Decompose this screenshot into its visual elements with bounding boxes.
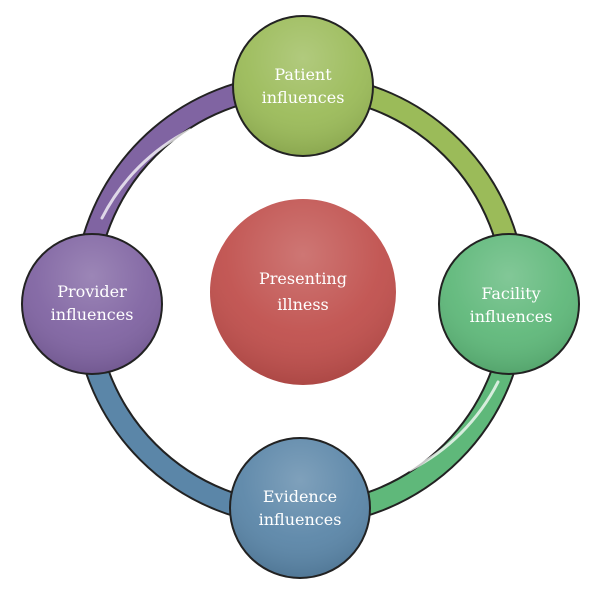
- center-gloss: [210, 199, 396, 385]
- center-label-line2: illness: [277, 295, 329, 314]
- arc-highlight-left: [100, 128, 192, 220]
- node-label-evidence-line1: Evidence: [263, 487, 337, 506]
- arc-highlight-right: [408, 380, 500, 472]
- node-label-provider-line2: influences: [51, 305, 134, 324]
- node-label-patient-line1: Patient: [274, 65, 332, 84]
- node-provider: Provider influences: [21, 233, 163, 375]
- node-evidence: Evidence influences: [229, 437, 371, 579]
- node-gloss-provider: [23, 235, 161, 373]
- center-label-line1: Presenting: [259, 269, 347, 288]
- node-label-provider-line1: Provider: [57, 282, 127, 301]
- node-gloss-evidence: [231, 439, 369, 577]
- node-label-facility-line1: Facility: [481, 284, 540, 303]
- node-patient: Patient influences: [232, 15, 374, 157]
- node-label-facility-line2: influences: [470, 307, 553, 326]
- node-gloss-patient: [234, 17, 372, 155]
- node-label-patient-line2: influences: [262, 88, 345, 107]
- center-node: Presenting illness: [210, 199, 396, 385]
- node-gloss-facility: [440, 235, 578, 373]
- node-label-evidence-line2: influences: [259, 510, 342, 529]
- node-facility: Facility influences: [438, 233, 580, 375]
